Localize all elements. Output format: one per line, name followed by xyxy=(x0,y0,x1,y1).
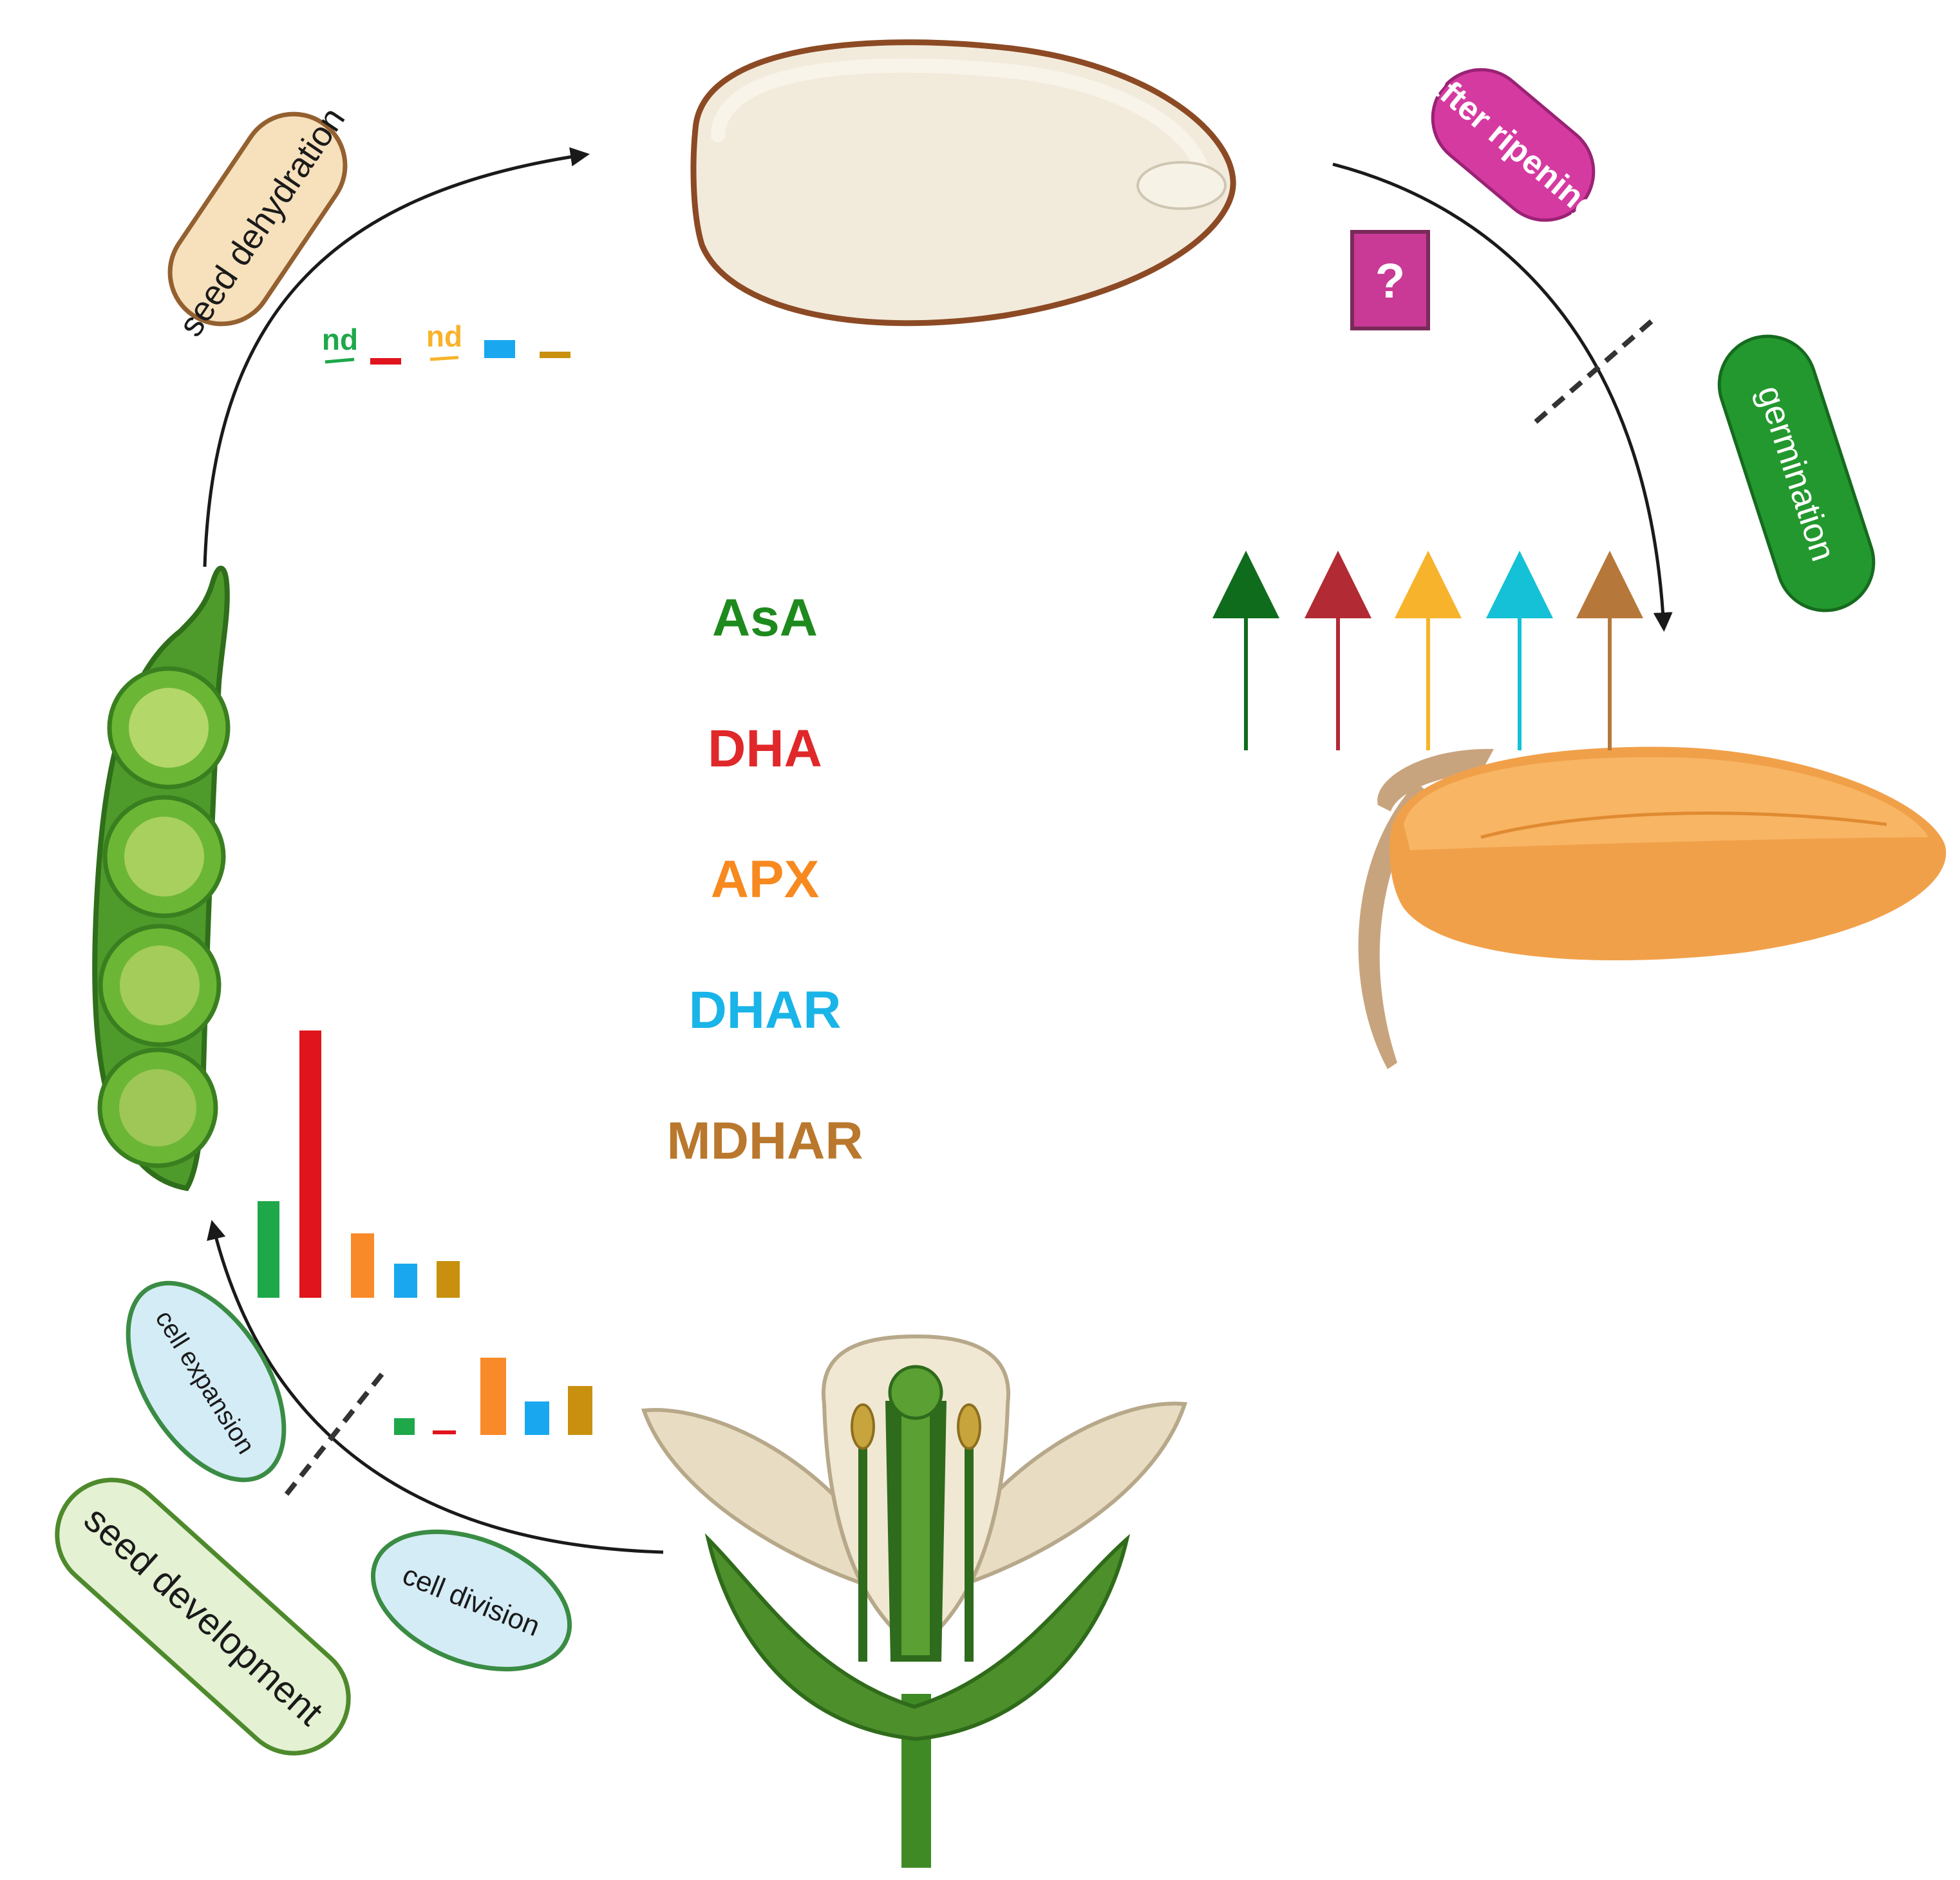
seed-development-label: seed development xyxy=(76,1498,331,1733)
legend-dhar: DHAR xyxy=(689,981,842,1040)
development-bar-dhar xyxy=(394,1264,417,1298)
dehydration-bar-mdhar xyxy=(540,352,570,358)
division-bar-apx xyxy=(480,1358,506,1435)
nd-underline-apx xyxy=(429,356,459,361)
legend-asa: AsA xyxy=(712,589,818,647)
seed-development-pill: seed development xyxy=(55,1477,351,1756)
arrow-up-apx xyxy=(1395,551,1462,750)
cell-division-oval: cell division xyxy=(370,1529,572,1672)
division-bar-dhar xyxy=(525,1401,549,1435)
cell-expansion-oval: cell expansion xyxy=(126,1280,287,1483)
division-bar-chart xyxy=(394,1358,592,1435)
germinating-seed-illustration xyxy=(1358,746,1946,1069)
question-mark: ? xyxy=(1375,254,1405,309)
seed-dehydration-pill: seed dehydration xyxy=(167,100,352,343)
after-ripening-pill: after ripening xyxy=(1418,62,1607,229)
pea-pod-illustration xyxy=(92,565,231,1192)
legend: AsA DHA APX DHAR MDHAR xyxy=(666,589,863,1170)
legend-mdhar: MDHAR xyxy=(666,1112,863,1170)
nd-underline-asa xyxy=(325,357,355,364)
nd-mark-asa: nd xyxy=(322,323,358,356)
development-bar-chart xyxy=(258,1030,460,1298)
arrow-up-dha xyxy=(1305,551,1371,750)
dehydration-bar-dha xyxy=(370,358,401,365)
dehydration-arc-arrow xyxy=(203,147,590,567)
development-bar-dha xyxy=(299,1030,321,1298)
stage-separator-germination xyxy=(1534,313,1660,424)
development-arc-arrow xyxy=(207,1220,664,1554)
arrow-up-mdhar xyxy=(1576,551,1643,750)
germination-arc-arrow xyxy=(1332,162,1673,632)
development-bar-mdhar xyxy=(437,1261,460,1298)
question-box: ? xyxy=(1350,230,1430,330)
legend-apx: APX xyxy=(711,850,820,909)
dehydration-level-marks: nd nd xyxy=(322,319,570,365)
dry-seed-illustration xyxy=(690,39,1236,327)
development-bar-apx xyxy=(351,1233,374,1298)
stage-separator-development xyxy=(284,1367,389,1496)
nd-mark-apx: nd xyxy=(426,319,462,353)
germination-pill: germination xyxy=(1717,334,1876,612)
arrow-up-asa xyxy=(1212,551,1279,750)
development-bar-asa xyxy=(258,1201,279,1298)
dehydration-bar-dhar xyxy=(484,340,515,358)
flower-illustration xyxy=(641,1334,1188,1868)
legend-dha: DHA xyxy=(708,719,822,778)
germination-increase-arrows xyxy=(1212,551,1643,750)
division-bar-asa xyxy=(394,1418,415,1435)
division-bar-mdhar xyxy=(568,1386,592,1435)
division-bar-dha xyxy=(433,1430,456,1434)
arrow-up-dhar xyxy=(1486,551,1553,750)
